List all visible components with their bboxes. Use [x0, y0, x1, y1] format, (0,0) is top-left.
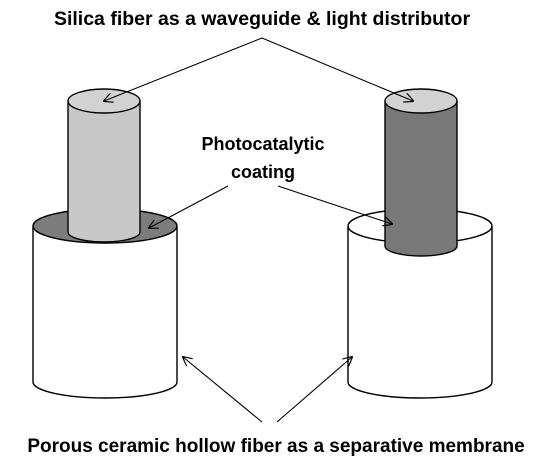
right-assembly [347, 88, 493, 399]
right-silica-fiber [384, 101, 458, 257]
left-assembly [32, 88, 178, 399]
arrows [104, 37, 413, 423]
arrow-top-right [261, 37, 413, 101]
arrow-top-left [104, 37, 263, 101]
right-hollow-fiber-body [347, 226, 493, 399]
left-hollow-fiber-body [32, 226, 178, 399]
label-hollow-fiber: Porous ceramic hollow fiber as a separat… [27, 436, 524, 457]
right-silica-fiber-top [384, 88, 458, 114]
arrow-coating-right [277, 185, 392, 224]
label-silica-fiber: Silica fiber as a waveguide & light dist… [54, 8, 471, 30]
label-coating: coating [231, 162, 295, 182]
label-photocatalytic: Photocatalytic [201, 134, 324, 154]
arrow-bottom-right [276, 357, 352, 423]
arrow-bottom-left [183, 357, 263, 423]
left-silica-fiber [67, 101, 141, 243]
arrow-coating-left [149, 185, 229, 228]
